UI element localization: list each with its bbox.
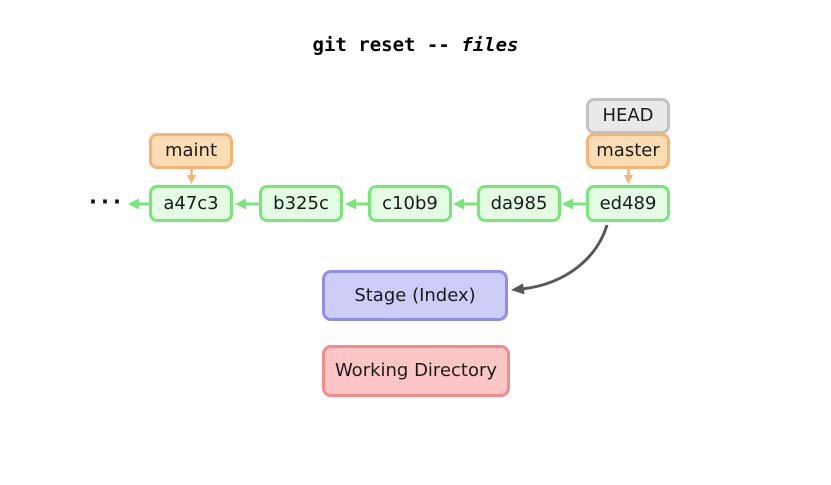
- branch-arrow-master-ed489: [624, 169, 633, 184]
- commit-hash: ed489: [599, 192, 657, 214]
- history-ellipsis: ···: [89, 190, 125, 214]
- commit-arrow-b325c-a47c3: [235, 198, 260, 210]
- ed489-to-stage-arrow: [511, 224, 609, 295]
- head-label-text: HEAD: [602, 105, 654, 126]
- commit-node-da985: da985: [477, 185, 561, 222]
- branch-maint-text: maint: [164, 140, 218, 161]
- title-argument: files: [461, 34, 519, 56]
- branch-master-text: master: [596, 140, 660, 161]
- commit-arrow-da985-c10b9: [453, 198, 478, 210]
- commit-node-b325c: b325c: [259, 185, 343, 222]
- commit-arrow-c10b9-b325c: [345, 198, 369, 210]
- diagram-title: git reset -- files: [0, 34, 831, 56]
- stage-index-text: Stage (Index): [354, 284, 476, 306]
- working-directory-box: Working Directory: [322, 345, 510, 397]
- commit-hash: da985: [490, 192, 548, 214]
- commit-arrow-ed489-da985: [562, 198, 587, 210]
- commit-hash: c10b9: [382, 192, 438, 214]
- working-directory-text: Working Directory: [334, 360, 498, 381]
- head-label: HEAD: [586, 98, 670, 134]
- commit-node-c10b9: c10b9: [368, 185, 452, 222]
- commit-hash: b325c: [273, 192, 329, 214]
- branch-arrow-maint-a47c3: [187, 169, 196, 184]
- stage-index-box: Stage (Index): [322, 270, 508, 321]
- branch-label-maint: maint: [149, 133, 233, 169]
- title-command: git reset --: [312, 34, 462, 56]
- commit-node-a47c3: a47c3: [149, 185, 233, 222]
- branch-label-master: master: [586, 133, 670, 169]
- commit-node-ed489: ed489: [586, 185, 670, 222]
- commit-hash: a47c3: [163, 192, 219, 214]
